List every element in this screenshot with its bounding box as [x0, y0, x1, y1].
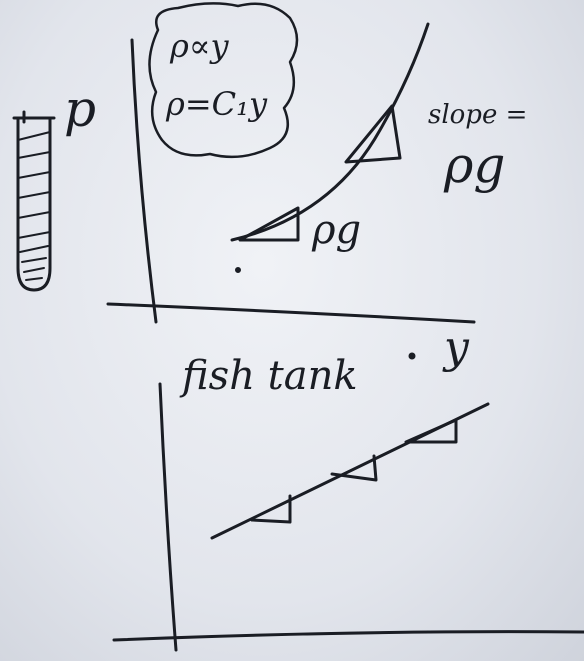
- pressure-curve: [230, 22, 430, 242]
- upper-slope-triangle: [344, 104, 402, 164]
- proportionality-text: ρ∝y: [170, 27, 229, 65]
- top-y-axis: [130, 38, 158, 324]
- top-x-axis: [106, 302, 476, 324]
- slope-triangle-2: [330, 454, 378, 482]
- dot: [408, 352, 416, 360]
- fish-tank-title: fish tank: [182, 353, 358, 399]
- test-tube-sketch: [12, 110, 56, 292]
- slope-triangle-1: [250, 494, 292, 524]
- equation-bubble: [148, 2, 299, 159]
- density-equation: ρ=C₁y: [166, 85, 268, 123]
- pressure-axis-label: p: [64, 80, 97, 138]
- slope-label: slope =: [428, 100, 528, 130]
- slope-triangle-3: [404, 418, 458, 444]
- bottom-x-axis: [112, 630, 584, 642]
- bottom-y-axis: [158, 382, 178, 652]
- slope-value: ρg: [444, 136, 506, 194]
- dot: [235, 267, 241, 273]
- lower-slope-triangle: [238, 206, 300, 242]
- depth-axis-label: y: [444, 322, 469, 373]
- triangle-label: ρg: [312, 207, 362, 253]
